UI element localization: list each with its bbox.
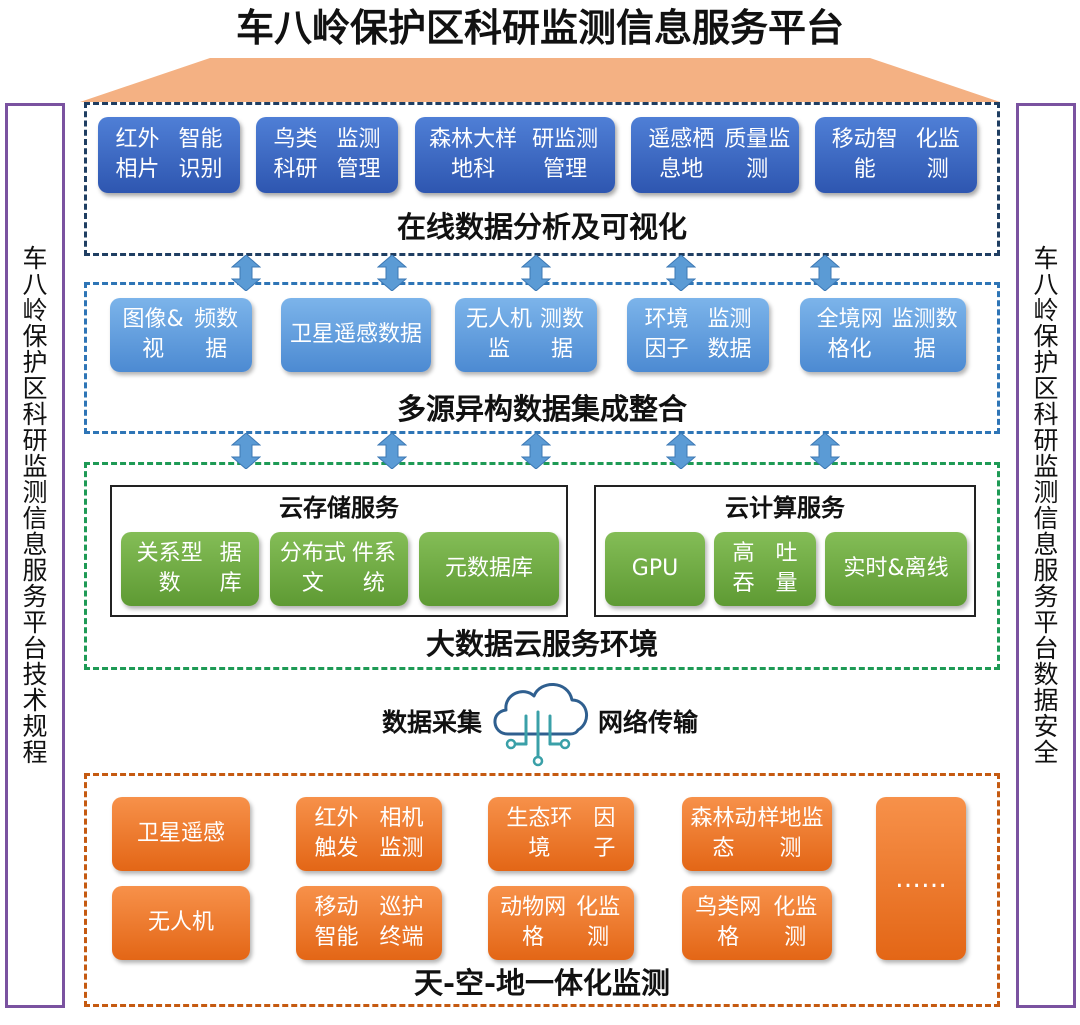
right-side-label: 车八岭保护区科研监测信息服务平台数据安全 [1033,244,1059,767]
monitoring-layer-label: 天-空-地一体化监测 [413,966,671,1000]
left-side-pillar: 车八岭保护区科研监测信息服务平台技术规程 [5,103,65,1008]
integration-item-1: 图像&视频数据 [110,298,252,372]
monitoring-more-item: …… [876,797,966,960]
monitoring-item-1: 卫星遥感 [112,797,250,871]
monitoring-item-6: 移动智能巡护终端 [296,886,442,960]
double-arrow-icon [810,433,840,469]
right-side-pillar: 车八岭保护区科研监测信息服务平台数据安全 [1016,103,1076,1008]
integration-item-5: 全境网格化监测数据 [800,298,966,372]
storage-item-3: 元数据库 [419,532,559,606]
double-arrow-icon [377,433,407,469]
double-arrow-icon [231,255,261,291]
double-arrow-icon [666,433,696,469]
monitoring-item-2: 红外触发相机监测 [296,797,442,871]
compute-item-1: GPU [605,532,705,606]
compute-item-2: 高吞吐量 [714,532,816,606]
double-arrow-icon [810,255,840,291]
storage-item-1: 关系型数据库 [121,532,259,606]
data-collection-label: 数据采集 [381,708,482,737]
integration-item-4: 环境因子监测数据 [627,298,769,372]
storage-item-2: 分布式文件系统 [270,532,408,606]
compute-item-3: 实时&离线 [825,532,967,606]
double-arrow-icon [521,433,551,469]
network-transfer-label: 网络传输 [598,708,699,737]
double-arrow-icon [377,255,407,291]
analysis-item-5: 移动智能化监测 [815,117,977,193]
integration-item-2: 卫星遥感数据 [281,298,431,372]
double-arrow-icon [231,433,261,469]
integration-layer-label: 多源异构数据集成整合 [396,392,687,426]
monitoring-item-5: 无人机 [112,886,250,960]
analysis-layer-label: 在线数据分析及可视化 [396,210,687,244]
roof-shape [80,58,1000,102]
analysis-item-3: 森林大样地科研监测管理 [415,117,615,193]
monitoring-item-3: 生态环境因子 [488,797,634,871]
integration-item-3: 无人机监测数据 [455,298,597,372]
analysis-item-1: 红外相片智能识别 [98,117,240,193]
cloud-compute-title: 云计算服务 [725,494,845,522]
page-title: 车八岭保护区科研监测信息服务平台 [235,5,844,50]
monitoring-item-8: 鸟类网格化监测 [682,886,832,960]
cloud-storage-title: 云存储服务 [279,494,399,522]
cloud-network-icon [493,683,588,767]
cloud-layer-label: 大数据云服务环境 [425,627,658,661]
double-arrow-icon [666,255,696,291]
monitoring-item-7: 动物网格化监测 [488,886,634,960]
analysis-layer [84,102,1000,256]
left-side-label: 车八岭保护区科研监测信息服务平台技术规程 [22,244,48,767]
double-arrow-icon [521,255,551,291]
monitoring-item-4: 森林动态样地监测 [682,797,832,871]
analysis-item-2: 鸟类科研监测管理 [256,117,398,193]
analysis-item-4: 遥感栖息地质量监测 [631,117,799,193]
monitoring-layer [84,773,1000,1007]
